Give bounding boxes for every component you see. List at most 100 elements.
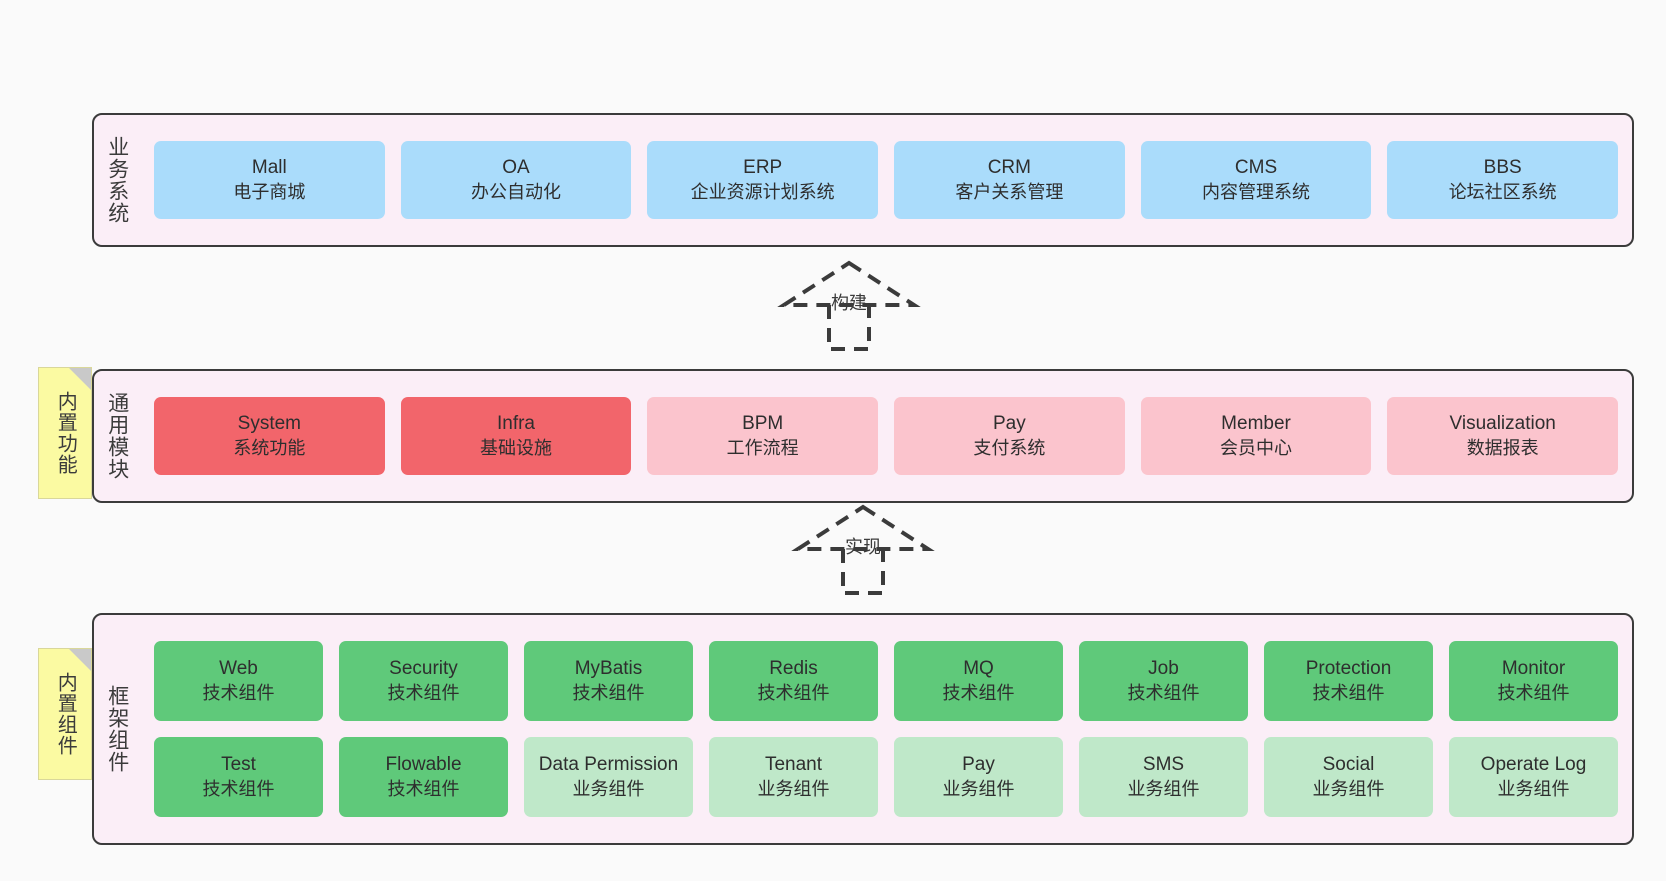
card-infra-title: Infra — [496, 412, 536, 434]
card-mybatis[interactable]: MyBatis 技术组件 — [524, 641, 693, 721]
note-builtin-components: 内置组件 — [38, 648, 92, 780]
card-visualization-title: Visualization — [1449, 412, 1556, 434]
arrow-build-label: 构建 — [831, 293, 867, 313]
note-builtin-features: 内置功能 — [38, 367, 92, 499]
card-redis-subtitle: 技术组件 — [757, 682, 830, 703]
card-bpm-subtitle: 工作流程 — [726, 437, 799, 458]
framework-card-row-2: Test 技术组件 Flowable 技术组件 Data Permission … — [154, 737, 1618, 817]
layer-framework-components: 框架组件 Web 技术组件 Security 技术组件 MyBatis 技术组件… — [92, 613, 1634, 845]
card-erp-title: ERP — [743, 156, 783, 178]
layer-business-systems: 业务系统 Mall 电子商城 OA 办公自动化 ERP 企业资源计划系统 CRM… — [92, 113, 1634, 247]
card-mq-subtitle: 技术组件 — [942, 682, 1015, 703]
card-redis-title: Redis — [769, 657, 818, 679]
card-monitor-subtitle: 技术组件 — [1497, 682, 1570, 703]
card-monitor[interactable]: Monitor 技术组件 — [1449, 641, 1618, 721]
card-data-permission[interactable]: Data Permission 业务组件 — [524, 737, 693, 817]
arrow-build-head — [777, 260, 921, 307]
card-sms[interactable]: SMS 业务组件 — [1079, 737, 1248, 817]
card-security-subtitle: 技术组件 — [387, 682, 460, 703]
card-security-title: Security — [389, 657, 458, 679]
arrow-realize-head — [791, 504, 935, 551]
card-bpm-title: BPM — [742, 412, 784, 434]
card-tenant-title: Tenant — [764, 753, 823, 775]
card-system-title: System — [237, 412, 302, 434]
card-mq-title: MQ — [963, 657, 994, 679]
card-infra-subtitle: 基础设施 — [480, 437, 552, 458]
card-mall[interactable]: Mall 电子商城 — [154, 141, 385, 219]
card-member-title: Member — [1221, 412, 1291, 434]
card-bpm[interactable]: BPM 工作流程 — [647, 397, 879, 475]
card-social[interactable]: Social 业务组件 — [1264, 737, 1433, 817]
card-pay-module[interactable]: Pay 支付系统 — [894, 397, 1125, 475]
common-card-row: System 系统功能 Infra 基础设施 BPM 工作流程 Pay 支付系统… — [154, 397, 1619, 475]
card-cms-subtitle: 内容管理系统 — [1202, 181, 1311, 202]
card-test[interactable]: Test 技术组件 — [154, 737, 323, 817]
card-protection-subtitle: 技术组件 — [1312, 682, 1385, 703]
layer-title-common-modules: 通用模块 — [105, 392, 129, 480]
card-web[interactable]: Web 技术组件 — [154, 641, 323, 721]
card-bbs[interactable]: BBS 论坛社区系统 — [1387, 141, 1619, 219]
card-system-subtitle: 系统功能 — [233, 437, 306, 458]
arrow-realize-label: 实现 — [845, 537, 881, 557]
card-data-permission-subtitle: 业务组件 — [572, 778, 645, 799]
layer-title-business-systems: 业务系统 — [105, 136, 129, 224]
arrow-build: 构建 — [774, 259, 924, 351]
card-oa-title: OA — [502, 156, 530, 178]
card-erp-subtitle: 企业资源计划系统 — [690, 181, 835, 202]
card-flowable[interactable]: Flowable 技术组件 — [339, 737, 508, 817]
card-visualization[interactable]: Visualization 数据报表 — [1387, 397, 1619, 475]
card-protection-title: Protection — [1305, 657, 1392, 679]
card-mq[interactable]: MQ 技术组件 — [894, 641, 1063, 721]
card-job-title: Job — [1148, 657, 1179, 679]
card-social-subtitle: 业务组件 — [1312, 778, 1385, 799]
business-card-row: Mall 电子商城 OA 办公自动化 ERP 企业资源计划系统 CRM 客户关系… — [154, 141, 1619, 219]
card-security[interactable]: Security 技术组件 — [339, 641, 508, 721]
card-operate-log-subtitle: 业务组件 — [1497, 778, 1570, 799]
card-pay-module-subtitle: 支付系统 — [973, 437, 1046, 458]
card-mall-title: Mall — [251, 156, 287, 178]
card-visualization-subtitle: 数据报表 — [1466, 437, 1539, 458]
card-system[interactable]: System 系统功能 — [154, 397, 385, 475]
card-sms-title: SMS — [1142, 753, 1185, 775]
framework-card-row-1: Web 技术组件 Security 技术组件 MyBatis 技术组件 Redi… — [154, 641, 1618, 721]
card-monitor-title: Monitor — [1501, 657, 1566, 679]
card-member[interactable]: Member 会员中心 — [1140, 397, 1372, 475]
card-redis[interactable]: Redis 技术组件 — [709, 641, 878, 721]
arrow-realize-shaft — [841, 549, 885, 595]
card-crm[interactable]: CRM 客户关系管理 — [894, 141, 1125, 219]
layer-body-framework-components: Web 技术组件 Security 技术组件 MyBatis 技术组件 Redi… — [140, 615, 1632, 843]
card-job-subtitle: 技术组件 — [1127, 682, 1200, 703]
card-web-subtitle: 技术组件 — [202, 682, 275, 703]
layer-common-modules: 通用模块 System 系统功能 Infra 基础设施 BPM 工作流程 Pay… — [92, 369, 1634, 503]
card-tenant[interactable]: Tenant 业务组件 — [709, 737, 878, 817]
card-operate-log-title: Operate Log — [1480, 753, 1587, 775]
card-pay-module-title: Pay — [992, 412, 1026, 434]
card-crm-subtitle: 客户关系管理 — [955, 181, 1064, 202]
card-job[interactable]: Job 技术组件 — [1079, 641, 1248, 721]
card-tenant-subtitle: 业务组件 — [757, 778, 830, 799]
layer-title-framework-components: 框架组件 — [105, 685, 129, 773]
card-pay-component-title: Pay — [962, 753, 995, 775]
card-flowable-title: Flowable — [385, 753, 462, 775]
card-bbs-subtitle: 论坛社区系统 — [1448, 181, 1557, 202]
card-oa-subtitle: 办公自动化 — [471, 181, 561, 202]
card-pay-component-subtitle: 业务组件 — [942, 778, 1015, 799]
card-pay-component[interactable]: Pay 业务组件 — [894, 737, 1063, 817]
card-mybatis-title: MyBatis — [574, 657, 643, 679]
card-erp[interactable]: ERP 企业资源计划系统 — [647, 141, 879, 219]
arrow-build-shaft — [827, 305, 871, 351]
card-cms[interactable]: CMS 内容管理系统 — [1140, 141, 1372, 219]
card-protection[interactable]: Protection 技术组件 — [1264, 641, 1433, 721]
card-oa[interactable]: OA 办公自动化 — [400, 141, 632, 219]
card-test-subtitle: 技术组件 — [202, 778, 275, 799]
layer-body-common-modules: System 系统功能 Infra 基础设施 BPM 工作流程 Pay 支付系统… — [140, 371, 1632, 501]
card-mall-subtitle: 电子商城 — [233, 181, 306, 202]
card-data-permission-title: Data Permission — [538, 753, 679, 775]
card-web-title: Web — [219, 657, 258, 679]
card-sms-subtitle: 业务组件 — [1127, 778, 1200, 799]
card-operate-log[interactable]: Operate Log 业务组件 — [1449, 737, 1618, 817]
card-social-title: Social — [1322, 753, 1375, 775]
card-infra[interactable]: Infra 基础设施 — [400, 397, 632, 475]
card-flowable-subtitle: 技术组件 — [387, 778, 460, 799]
card-cms-title: CMS — [1234, 156, 1278, 178]
